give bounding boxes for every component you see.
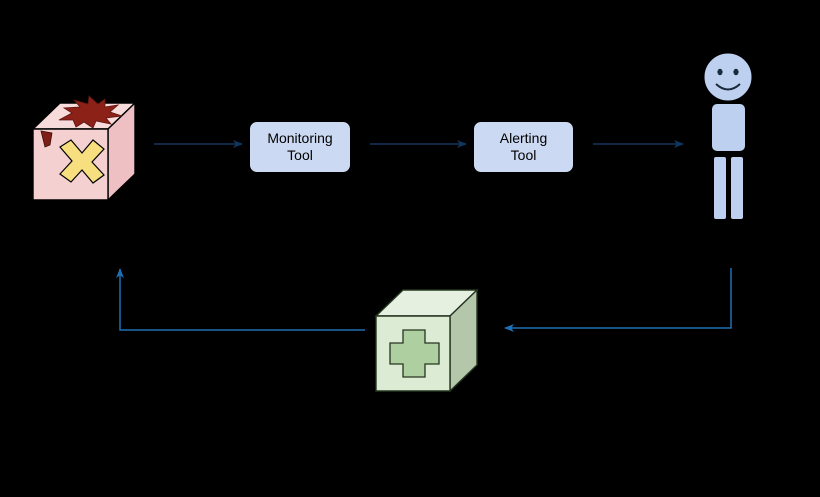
operator-torso (712, 104, 745, 151)
operator-left-leg (714, 157, 726, 219)
alerting-tool-node[interactable]: Alerting Tool (473, 121, 574, 173)
monitoring-tool-node[interactable]: Monitoring Tool (249, 121, 351, 173)
operator-right-eye (733, 68, 739, 76)
failing-server-crack-icon (40, 130, 53, 148)
operator-left-eye (717, 68, 723, 76)
healthy-server-plus-mark-icon (389, 329, 440, 378)
failing-server-burst-icon (58, 95, 123, 129)
connector-operator-to-healthy-server (504, 268, 732, 332)
healthy-server-cube (374, 288, 479, 393)
failing-server-x-mark-icon (59, 139, 105, 184)
operator-person-icon (704, 53, 752, 219)
connector-healthy-server-to-failing-server (116, 268, 365, 331)
failing-server-cube (31, 95, 137, 202)
operator-head (704, 53, 752, 101)
operator-right-leg (731, 157, 743, 219)
operator-smile (715, 83, 741, 91)
